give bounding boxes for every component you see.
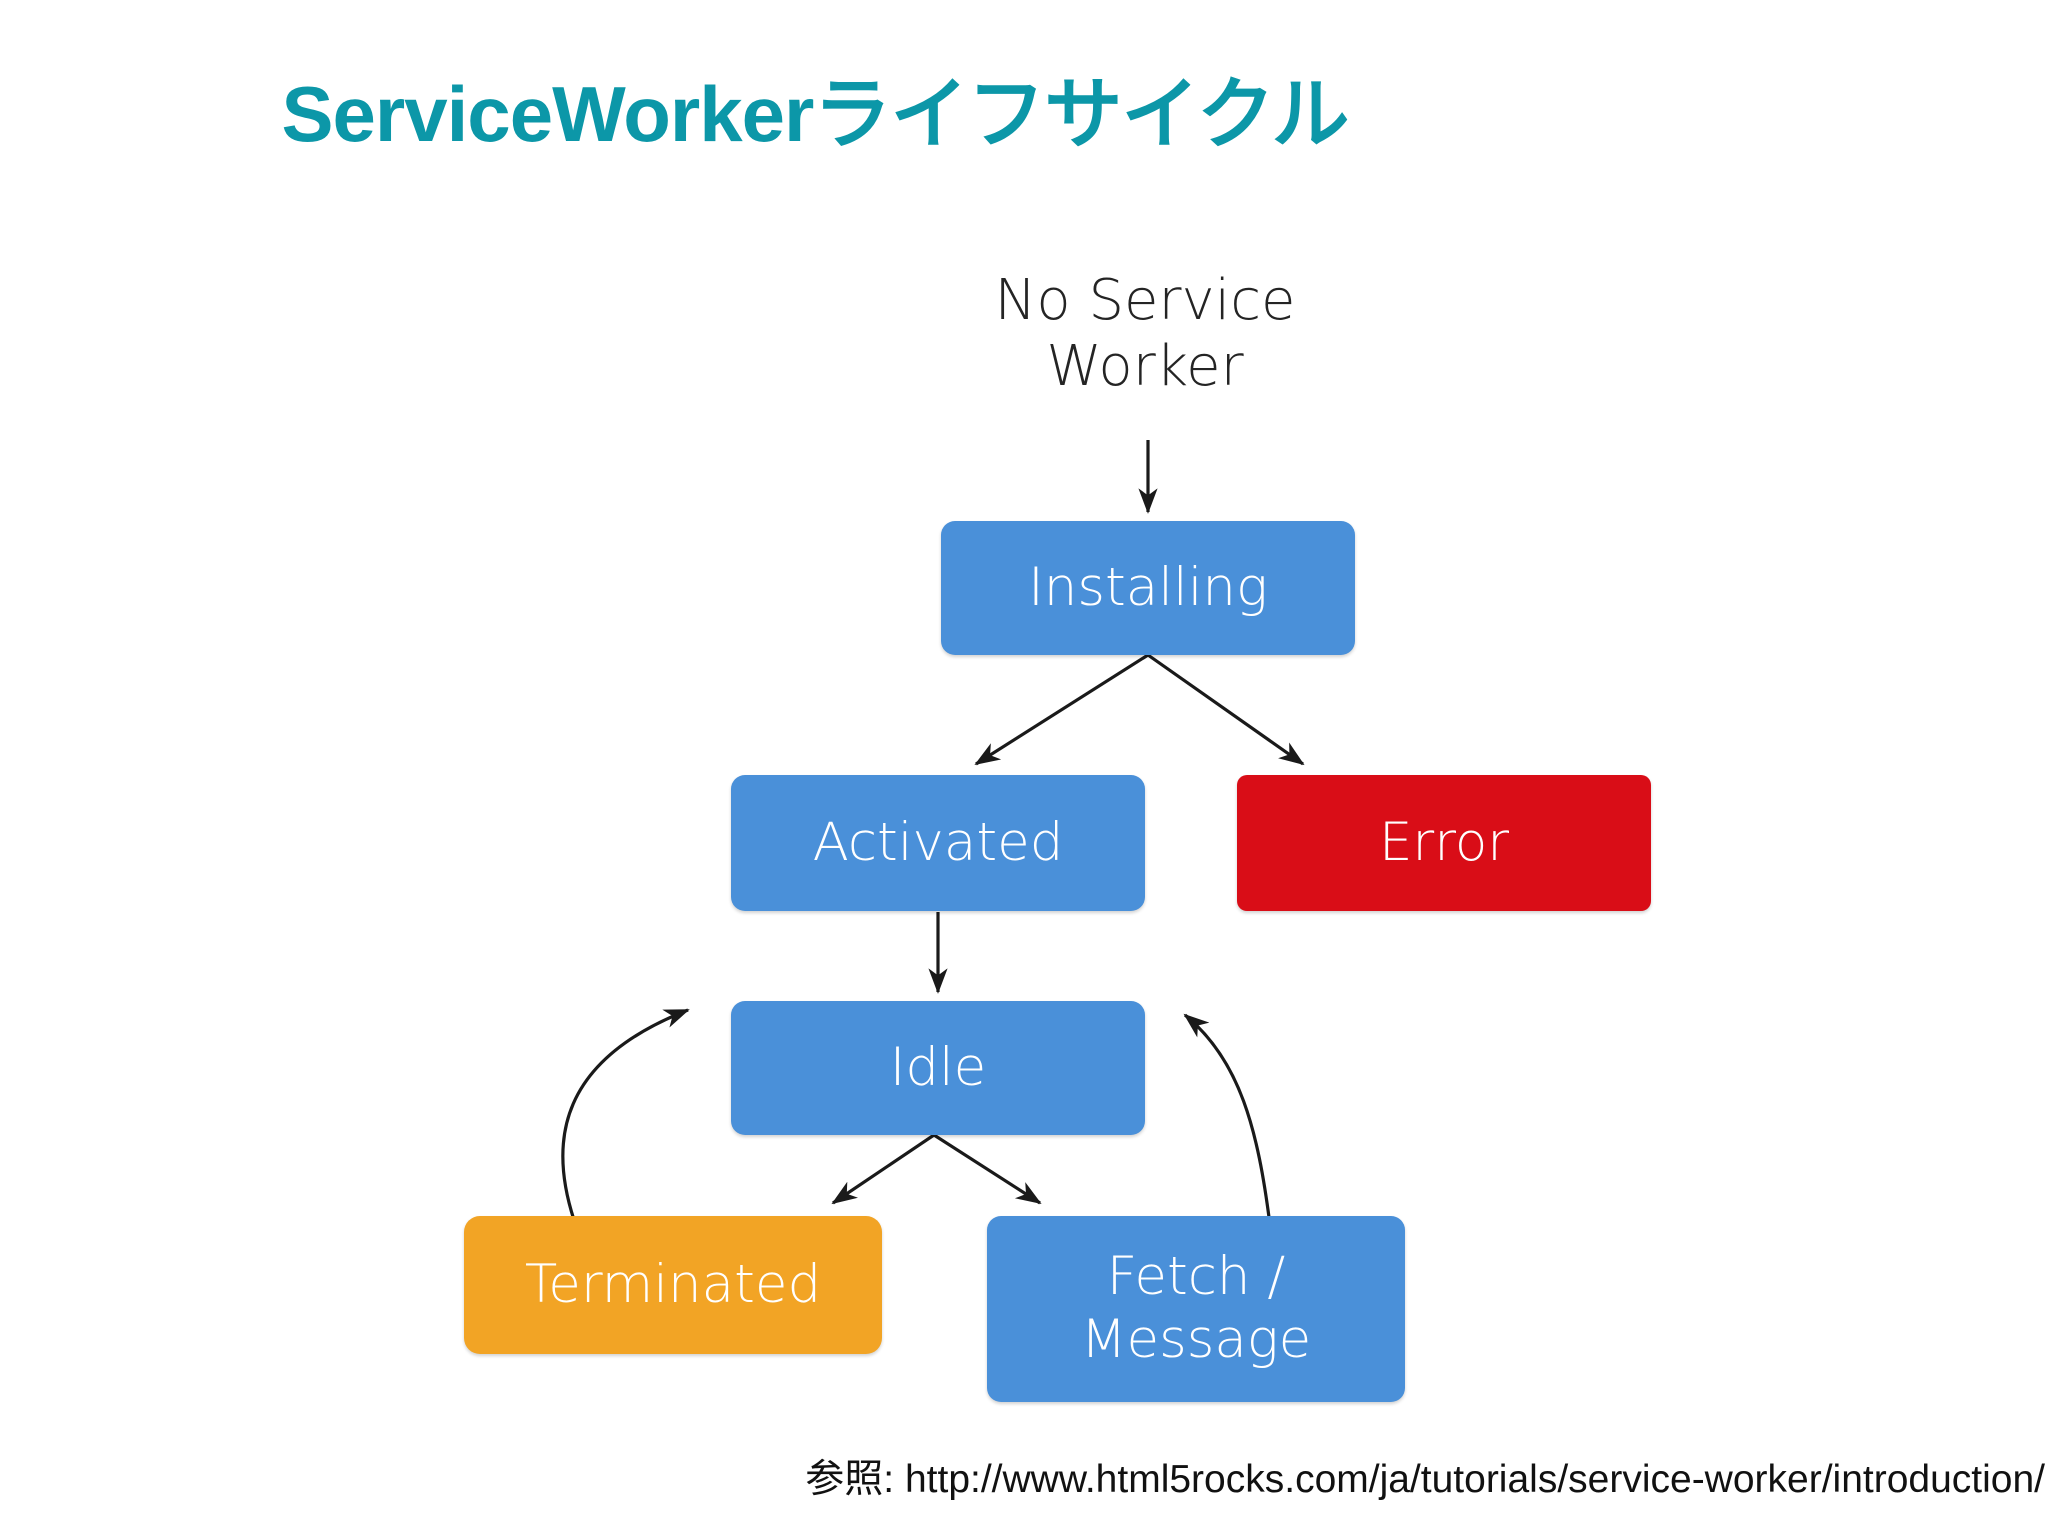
- node-label-fetch-message-line1: Fetch /: [1106, 1246, 1286, 1308]
- node-label-activated: Activated: [812, 811, 1064, 873]
- node-label-error: Error: [1378, 811, 1510, 873]
- edge-installing-to-error: [1147, 653, 1305, 766]
- diagram-node-error[interactable]: Error: [1237, 775, 1651, 911]
- page-title: ServiceWorkerライフサイクル: [281, 70, 1350, 158]
- node-label-terminated: Terminated: [524, 1253, 822, 1315]
- edge-idle-to-terminated: [831, 1133, 935, 1205]
- edge-fetch-message-to-idle: [1183, 1013, 1272, 1226]
- node-label-fetch-message-line2: Message: [1080, 1309, 1312, 1370]
- diagram-node-idle[interactable]: Idle: [731, 1001, 1145, 1135]
- edge-idle-to-fetch-message: [933, 1133, 1042, 1205]
- start-label-line1: No Service: [994, 268, 1296, 333]
- diagram-node-installing[interactable]: Installing: [941, 521, 1355, 655]
- diagram-node-terminated[interactable]: Terminated: [464, 1216, 882, 1354]
- node-label-installing: Installing: [1028, 556, 1268, 618]
- node-label-fetch-message: Fetch / Message: [997, 1246, 1395, 1371]
- node-label-idle: Idle: [889, 1036, 987, 1098]
- diagram-node-fetch-message[interactable]: Fetch / Message: [987, 1216, 1405, 1402]
- edge-terminated-to-idle: [561, 1008, 690, 1221]
- diagram-node-activated[interactable]: Activated: [731, 775, 1145, 911]
- edge-installing-to-activated: [974, 653, 1149, 766]
- start-label-line2: Worker: [1046, 334, 1244, 400]
- source-reference: 参照: http://www.html5rocks.com/ja/tutoria…: [805, 1458, 2045, 1501]
- diagram-start-label: No Service Worker: [945, 268, 1345, 400]
